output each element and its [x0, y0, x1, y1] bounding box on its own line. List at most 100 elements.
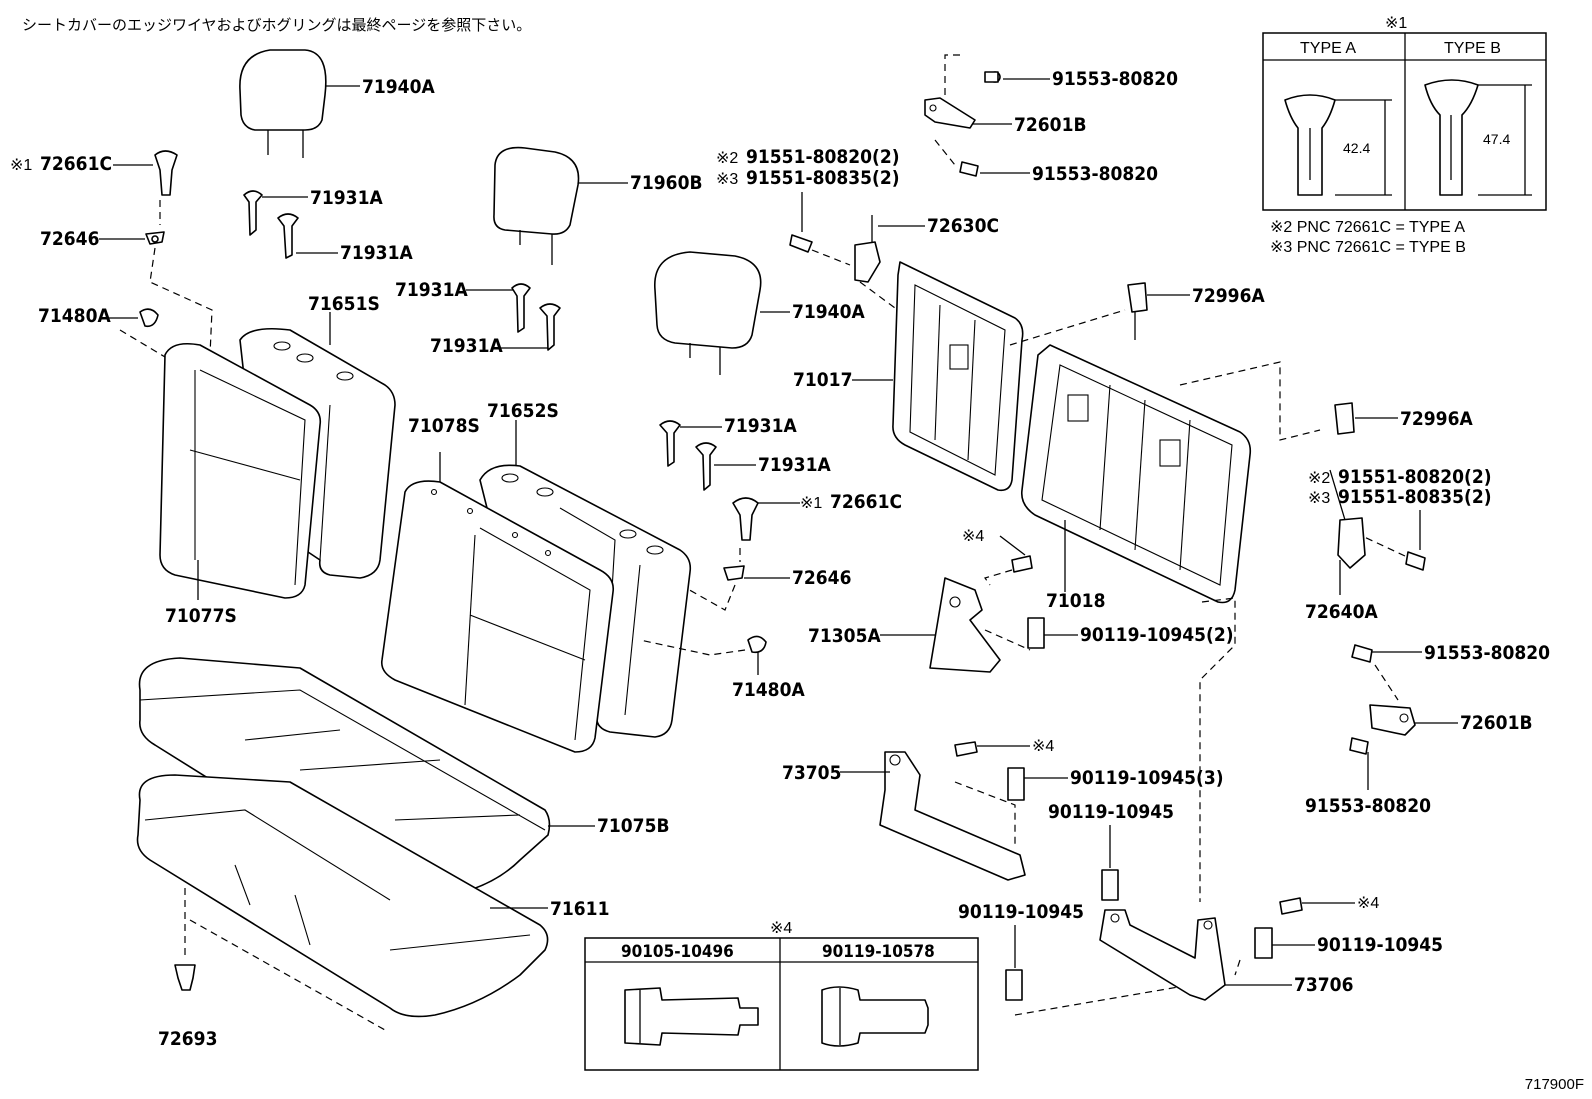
pin-72661c-mid[interactable] — [732, 497, 759, 541]
pin-72661c-left[interactable] — [154, 150, 178, 196]
seatback-71077s[interactable] — [159, 342, 322, 599]
bolt-91553-d[interactable] — [1349, 737, 1369, 755]
mark-4-a: ※4 — [962, 528, 984, 545]
bolt-col-b-header: 90119-10578 — [822, 942, 935, 962]
bolt-4-c[interactable] — [1279, 897, 1303, 915]
guide-71931a-3[interactable] — [511, 283, 531, 333]
headrest-71960b[interactable] — [493, 146, 580, 265]
label-71931a-4: 71931A — [430, 335, 503, 357]
bracket-72601b-top[interactable] — [924, 97, 976, 129]
label-73705: 73705 — [782, 762, 841, 784]
label-72996a-right: 72996A — [1400, 408, 1473, 430]
clip-72646-mid[interactable] — [723, 565, 745, 581]
label-91551-80820-left: 91551-80820(2) — [746, 146, 900, 168]
type-note-1: ※2 PNC 72661C = TYPE A — [1270, 219, 1465, 236]
mark-1-mid: ※1 — [800, 495, 822, 512]
guide-71931a-1[interactable] — [243, 190, 263, 236]
guide-71931a-6[interactable] — [695, 442, 717, 491]
type-b-header: TYPE B — [1444, 40, 1501, 57]
label-91551-80835-left: 91551-80835(2) — [746, 167, 900, 189]
type-a-header: TYPE A — [1300, 40, 1356, 57]
rail-73705[interactable] — [879, 751, 1026, 881]
headrest-71940a-mid[interactable] — [654, 251, 762, 375]
label-91551-80835-right: 91551-80835(2) — [1338, 486, 1492, 508]
lock-72630c[interactable] — [854, 215, 881, 283]
label-72996a-top: 72996A — [1192, 285, 1265, 307]
clip-72646-left[interactable] — [145, 231, 165, 245]
bolt-table — [584, 937, 979, 1071]
label-71077s: 71077S — [165, 605, 237, 627]
bolt-91553-c[interactable] — [1351, 644, 1373, 663]
mark-1-left: ※1 — [10, 157, 32, 174]
clip-72693[interactable] — [174, 964, 196, 991]
guide-71931a-5[interactable] — [659, 420, 681, 467]
label-71078s: 71078S — [408, 415, 480, 437]
guide-71931a-2[interactable] — [277, 213, 299, 259]
latch-72996a-right[interactable] — [1334, 402, 1355, 435]
seat-cushion-pad-71611[interactable] — [136, 774, 549, 1018]
label-91553-b: 91553-80820 — [1032, 163, 1158, 185]
bolt-90119-b[interactable] — [1005, 969, 1023, 1001]
bolt-table-title: ※4 — [770, 920, 792, 937]
label-91553-a: 91553-80820 — [1052, 68, 1178, 90]
clip-71480a-left[interactable] — [139, 308, 159, 328]
label-71940a-mid: 71940A — [792, 301, 865, 323]
label-71940a-top: 71940A — [362, 76, 435, 98]
bolt-91553-b[interactable] — [959, 161, 979, 177]
label-71931a-2: 71931A — [340, 242, 413, 264]
hinge-72640a[interactable] — [1329, 469, 1366, 569]
rail-73706[interactable] — [1099, 909, 1226, 1001]
label-71018: 71018 — [1046, 590, 1105, 612]
label-72646-left: 72646 — [40, 228, 99, 250]
bolt-4-b[interactable] — [954, 741, 978, 757]
label-71652s: 71652S — [487, 400, 559, 422]
seatback-frame-71018[interactable] — [1020, 344, 1252, 604]
headrest-71940a-top[interactable] — [239, 49, 327, 158]
bolt-4-a[interactable] — [1011, 555, 1033, 573]
mark-2-right: ※2 — [1308, 470, 1330, 487]
label-71611: 71611 — [550, 898, 609, 920]
label-71931a-5: 71931A — [724, 415, 797, 437]
mark-4-b: ※4 — [1032, 738, 1054, 755]
type-table-title: ※1 — [1385, 15, 1407, 32]
label-72693: 72693 — [158, 1028, 217, 1050]
label-72601b-right: 72601B — [1460, 712, 1533, 734]
guide-71931a-4[interactable] — [539, 303, 561, 351]
label-71651s: 71651S — [308, 293, 380, 315]
label-71931a-6: 71931A — [758, 454, 831, 476]
header-note: シートカバーのエッジワイヤおよびホグリングは最終ページを参照下さい。 — [22, 16, 532, 34]
label-71075b: 71075B — [597, 815, 670, 837]
bolt-91551-left[interactable] — [789, 234, 813, 253]
mark-3-right: ※3 — [1308, 490, 1330, 507]
mark-3-left: ※3 — [716, 171, 738, 188]
type-table — [1262, 32, 1547, 211]
label-90119-3: 90119-10945(3) — [1070, 767, 1224, 789]
bolt-col-a-header: 90105-10496 — [621, 942, 734, 962]
bracket-71305a[interactable] — [929, 577, 1001, 673]
label-90119-c: 90119-10945 — [1317, 934, 1443, 956]
mark-2-left: ※2 — [716, 150, 738, 167]
bolt-91551-right[interactable] — [1405, 551, 1426, 571]
bolt-90119-c[interactable] — [1254, 927, 1273, 959]
label-72640a: 72640A — [1305, 601, 1378, 623]
bolt-90119-2[interactable] — [1027, 617, 1045, 649]
label-91553-d: 91553-80820 — [1305, 795, 1431, 817]
label-71480a-left: 71480A — [38, 305, 111, 327]
mark-4-c: ※4 — [1357, 895, 1379, 912]
seatback-71078s[interactable] — [380, 480, 615, 753]
label-90119-a: 90119-10945 — [1048, 801, 1174, 823]
bracket-72601b-right[interactable] — [1369, 704, 1416, 736]
type-note-2: ※3 PNC 72661C = TYPE B — [1270, 239, 1466, 256]
type-a-dim: 42.4 — [1343, 140, 1370, 156]
latch-72996a-top[interactable] — [1127, 282, 1148, 340]
bolt-90119-3[interactable] — [1007, 767, 1025, 801]
label-71931a-1: 71931A — [310, 187, 383, 209]
seat-cushion-71075b[interactable] — [138, 657, 551, 900]
clip-71480a-mid[interactable] — [747, 635, 767, 654]
bolt-91553-a[interactable] — [984, 71, 1001, 83]
type-b-dim: 47.4 — [1483, 131, 1510, 147]
seatback-frame-71017[interactable] — [892, 261, 1024, 492]
bolt-90119-a[interactable] — [1101, 869, 1119, 901]
label-71305a: 71305A — [808, 625, 881, 647]
